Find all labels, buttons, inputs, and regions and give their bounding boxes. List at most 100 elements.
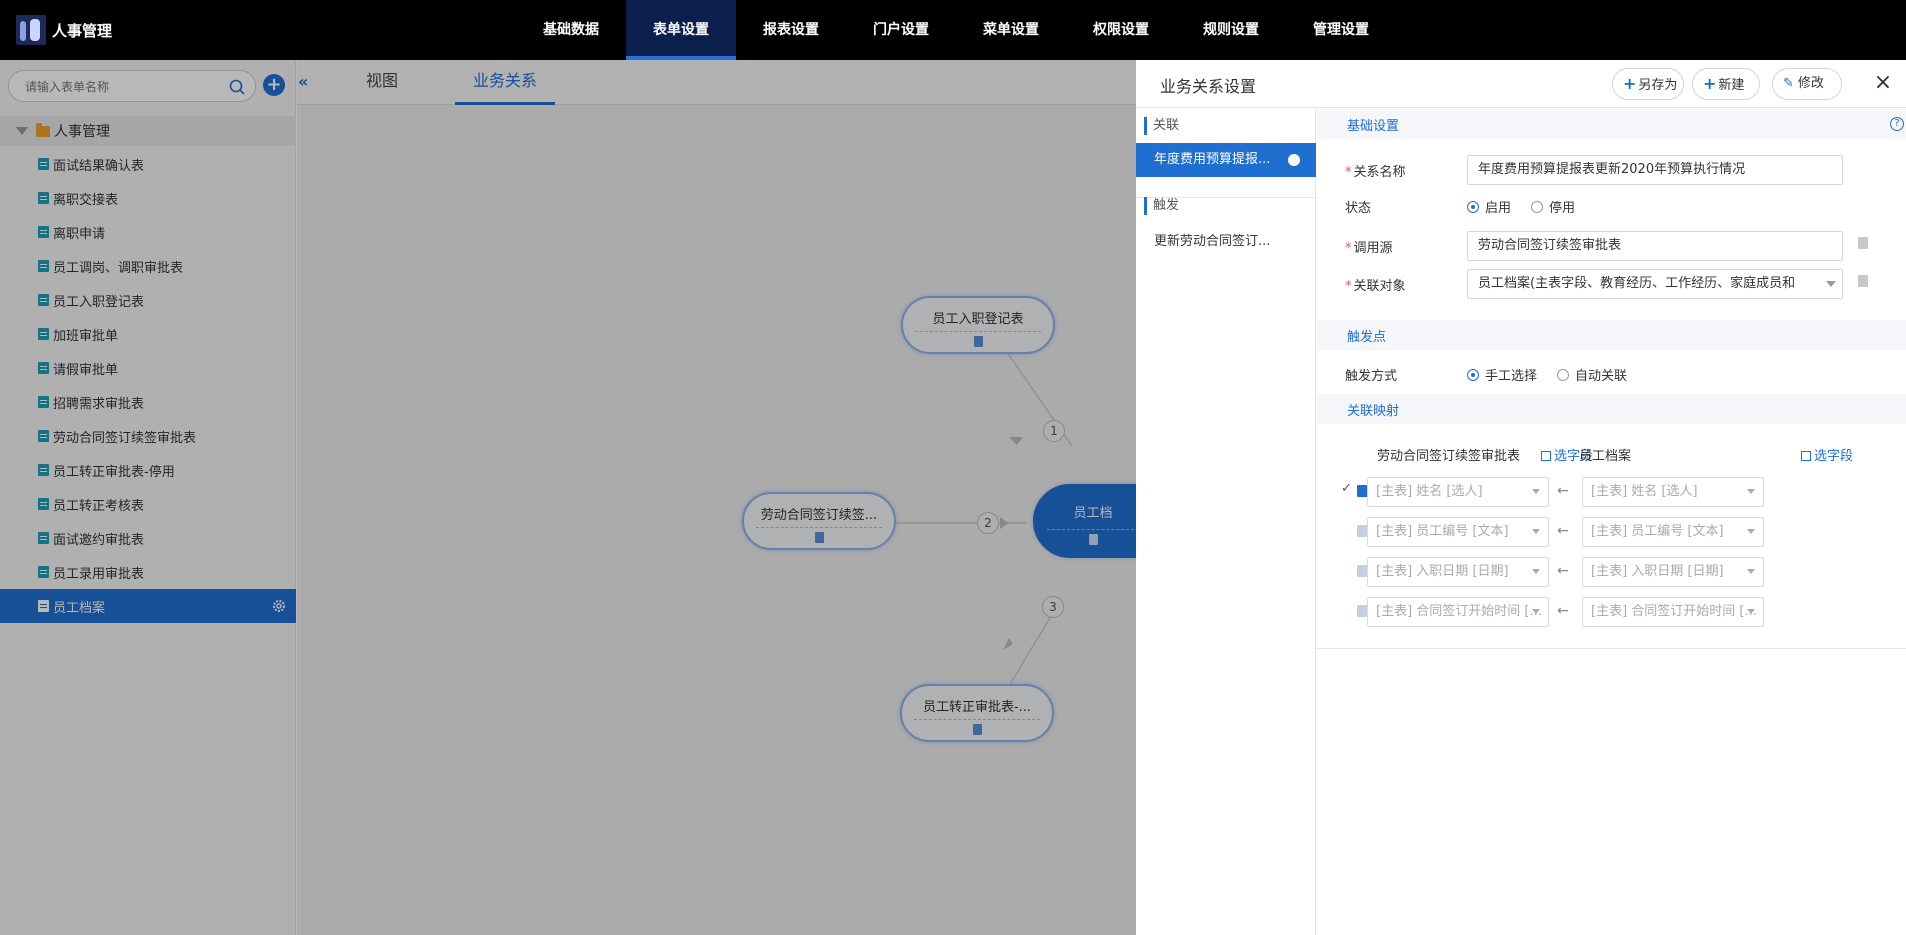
tree-item[interactable]: 离职申请 [0,215,296,249]
status-disabled-radio[interactable]: 停用 [1531,197,1575,216]
target-label: *关联对象 [1345,279,1406,294]
tree-item[interactable]: 员工入职登记表 [0,283,296,317]
graph-node-employee-file[interactable]: 员工档 [1033,484,1153,558]
target-field-select[interactable]: [主表] 入职日期 [日期] [1582,557,1764,587]
edit-icon: ✎ [1783,76,1794,91]
save-as-button[interactable]: +另存为 [1612,68,1684,100]
collapse-sidebar-icon[interactable]: « [298,72,309,91]
nav-item-form-settings[interactable]: 表单设置 [626,0,736,60]
close-icon[interactable]: × [1873,70,1893,95]
nav-item-basic-data[interactable]: 基础数据 [543,22,599,38]
tree-item-active[interactable]: 员工档案 [0,589,296,623]
tree-item[interactable]: 请假审批单 [0,351,296,385]
form-doc-icon [38,396,49,408]
expand-arrow-icon[interactable] [16,127,28,135]
tree-item-label: 招聘需求审批表 [53,396,145,412]
target-select[interactable]: 员工档案(主表字段、教育经历、工作经历、家庭成员和 [1467,269,1843,299]
trash-icon[interactable] [1858,275,1868,287]
trigger-item[interactable]: 更新劳动合同签订... [1154,234,1271,249]
nav-item-menu-settings[interactable]: 菜单设置 [983,22,1039,38]
tab-view[interactable]: 视图 [365,71,398,90]
pick-source-fields-link[interactable]: 选字段 [1541,445,1593,464]
relation-name-input[interactable]: 年度费用预算提报表更新2020年预算执行情况 [1467,155,1843,185]
source-label: *调用源 [1345,241,1393,256]
search-box [8,70,256,102]
source-field-select[interactable]: [主表] 入职日期 [日期] [1367,557,1549,587]
tree-item[interactable]: 员工转正审批表-停用 [0,453,296,487]
nav-item-portal-settings[interactable]: 门户设置 [873,22,929,38]
radio-unchecked-icon [1557,368,1569,381]
field-doc-icon [1357,565,1368,577]
tree-item-label: 加班审批单 [53,328,119,344]
edit-button[interactable]: ✎修改 [1772,68,1842,100]
nav-item-admin-settings[interactable]: 管理设置 [1313,22,1369,38]
toggle-dot-icon[interactable] [1288,154,1300,166]
target-field-select[interactable]: [主表] 合同签订开始时间 [... [1582,597,1764,627]
form-doc-icon [38,158,49,170]
edge-badge[interactable]: 1 [1043,420,1065,442]
tree-item[interactable]: 劳动合同签订续签审批表 [0,419,296,453]
chevron-down-icon [1747,569,1755,574]
tab-business-relation[interactable]: 业务关系 [455,60,555,105]
trash-icon[interactable] [1858,237,1868,249]
graph-node-onboarding[interactable]: 员工入职登记表 [901,296,1055,354]
form-doc-icon [38,226,49,238]
search-icon[interactable] [229,79,245,95]
nav-item-report-settings[interactable]: 报表设置 [763,22,819,38]
tree-item[interactable]: 员工转正考核表 [0,487,296,521]
tree-root-folder[interactable]: 人事管理 [0,116,296,146]
source-input[interactable]: 劳动合同签订续签审批表 [1467,231,1843,261]
tree-item[interactable]: 离职交接表 [0,181,296,215]
check-icon[interactable]: ✓ [1341,481,1352,496]
nav-item-permission-settings[interactable]: 权限设置 [1093,22,1149,38]
pick-target-fields-link[interactable]: 选字段 [1801,445,1853,464]
trigger-manual-radio[interactable]: 手工选择 [1467,365,1537,384]
source-field-select[interactable]: [主表] 姓名 [选人] [1367,477,1549,507]
section-mapping: 关联映射 [1317,394,1906,424]
help-icon[interactable]: ? [1890,117,1904,131]
edge-badge[interactable]: 2 [977,512,999,534]
tree-item[interactable]: 面试结果确认表 [0,147,296,181]
save-as-label: 另存为 [1638,78,1678,93]
status-enabled-radio[interactable]: 启用 [1467,197,1511,216]
form-doc-icon [38,192,49,204]
main-nav: 基础数据 表单设置 报表设置 门户设置 菜单设置 权限设置 规则设置 管理设置 [516,0,1396,60]
form-doc-icon [814,532,824,543]
tree-item-label: 员工入职登记表 [53,294,145,310]
folder-icon [36,122,50,137]
tree-item[interactable]: 员工调岗、调职审批表 [0,249,296,283]
gear-icon[interactable] [272,599,286,613]
chevron-down-icon [1747,489,1755,494]
search-input[interactable] [25,77,225,97]
graph-node-probation[interactable]: 员工转正审批表-... [900,684,1054,742]
tree-item[interactable]: 招聘需求审批表 [0,385,296,419]
target-value: 员工档案(主表字段、教育经历、工作经历、家庭成员和 [1478,276,1796,291]
form-doc-icon [38,260,49,272]
trigger-auto-radio[interactable]: 自动关联 [1557,365,1627,384]
relation-name-label: *关系名称 [1345,165,1406,180]
source-field-select[interactable]: [主表] 合同签订开始时间 [... [1367,597,1549,627]
chevron-down-icon [1826,281,1836,287]
new-label: 新建 [1718,78,1745,93]
form-doc-icon [38,294,49,306]
tree-item-label: 离职交接表 [53,192,119,208]
graph-node-labor-contract[interactable]: 劳动合同签订续签... [742,492,896,550]
tree-item[interactable]: 员工录用审批表 [0,555,296,589]
source-field-select[interactable]: [主表] 员工编号 [文本] [1367,517,1549,547]
tree-item[interactable]: 加班审批单 [0,317,296,351]
form-doc-icon [38,498,49,510]
target-field-select[interactable]: [主表] 员工编号 [文本] [1582,517,1764,547]
select-field-icon [1801,451,1811,461]
nav-item-rule-settings[interactable]: 规则设置 [1203,22,1259,38]
target-field-select[interactable]: [主表] 姓名 [选人] [1582,477,1764,507]
add-form-button[interactable]: + [263,74,285,96]
field-doc-icon [1357,485,1368,497]
mapping-row: ✓ [主表] 姓名 [选人] ← [主表] 姓名 [选人] [1317,475,1906,507]
new-button[interactable]: +新建 [1692,68,1760,100]
edge-badge[interactable]: 3 [1042,596,1064,618]
tree-item[interactable]: 面试邀约审批表 [0,521,296,555]
modal-backdrop[interactable] [0,60,1136,935]
brand[interactable]: 人事管理 [16,14,112,46]
relation-item-active[interactable]: 年度费用预算提报... [1136,143,1316,177]
chevron-down-icon [1747,609,1755,614]
